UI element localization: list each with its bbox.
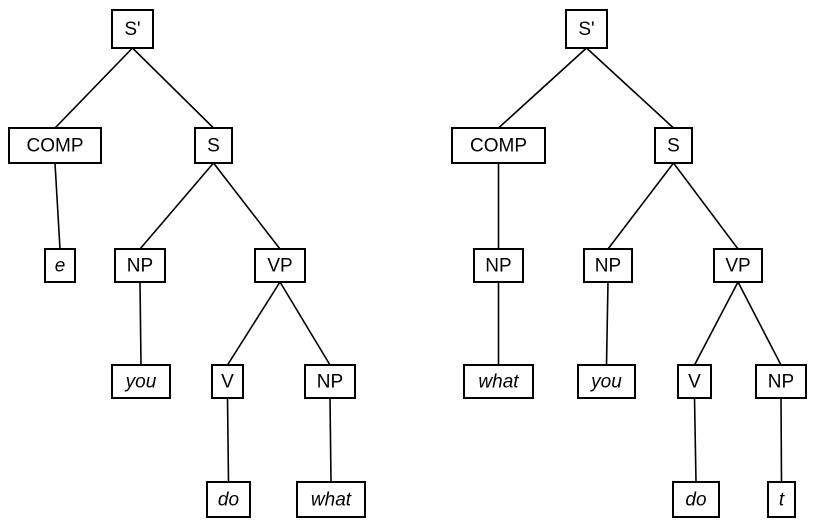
tree-node-l-s[interactable]: S	[194, 127, 233, 164]
tree-edge-l-np1-to-l-you	[139, 281, 142, 366]
tree-node-l-what[interactable]: what	[296, 481, 366, 518]
node-box-l-you	[111, 364, 171, 399]
tree-node-r-you[interactable]: you	[577, 364, 636, 399]
node-box-l-sbar	[111, 9, 154, 49]
tree-edges-deep-structure-tree	[54, 47, 332, 483]
node-label-r-sbar: S'	[578, 19, 594, 40]
node-box-r-np0	[473, 248, 524, 283]
node-box-r-v	[677, 364, 712, 399]
node-box-r-comp	[451, 127, 546, 164]
tree-node-r-what[interactable]: what	[463, 364, 534, 399]
tree-node-l-vp[interactable]: VP	[254, 248, 306, 283]
node-box-r-s	[654, 127, 693, 164]
tree-edge-r-vp-to-r-v	[693, 281, 739, 366]
node-box-r-what	[463, 364, 534, 399]
node-box-l-do	[206, 481, 251, 518]
node-label-r-what: what	[478, 372, 519, 393]
node-label-l-s: S	[207, 136, 220, 157]
tree-edge-r-np2-to-r-t	[780, 397, 783, 483]
tree-edge-l-v-to-l-do	[226, 397, 230, 483]
node-label-l-sbar: S'	[124, 19, 140, 40]
node-label-l-np1: NP	[127, 256, 153, 277]
node-box-l-vp	[254, 248, 306, 283]
node-box-r-np2	[755, 364, 807, 399]
node-box-l-np1	[114, 248, 166, 283]
node-label-l-vp: VP	[267, 256, 292, 277]
tree-edge-l-s-to-l-vp	[212, 162, 281, 250]
tree-node-r-sbar[interactable]: S'	[565, 9, 608, 49]
node-box-r-you	[577, 364, 636, 399]
tree-node-r-v[interactable]: V	[677, 364, 712, 399]
node-box-r-t	[767, 481, 796, 518]
tree-edge-l-s-to-l-np1	[139, 162, 215, 250]
tree-edge-r-vp-to-r-np2	[737, 281, 782, 366]
tree-edge-l-comp-to-l-e	[54, 162, 61, 250]
node-label-r-do: do	[685, 490, 706, 511]
tree-edge-l-sbar-to-l-s	[131, 47, 215, 129]
tree-node-r-s[interactable]: S	[654, 127, 693, 164]
node-box-l-v	[211, 364, 244, 399]
tree-node-l-v[interactable]: V	[211, 364, 244, 399]
tree-node-l-do[interactable]: do	[206, 481, 251, 518]
node-label-l-np2: NP	[317, 372, 343, 393]
node-box-l-np2	[304, 364, 356, 399]
node-label-r-comp: COMP	[470, 136, 527, 157]
tree-node-r-np2[interactable]: NP	[755, 364, 807, 399]
node-label-r-np2: NP	[768, 372, 794, 393]
tree-nodes-surface-structure-tree: S' COMP S NP NP VP what you V NP do t	[451, 9, 807, 518]
tree-node-r-comp[interactable]: COMP	[451, 127, 546, 164]
node-box-l-s	[194, 127, 233, 164]
tree-node-r-vp[interactable]: VP	[713, 248, 763, 283]
node-label-r-vp: VP	[725, 256, 750, 277]
node-label-l-what: what	[311, 490, 352, 511]
tree-edge-r-s-to-r-np1	[607, 162, 675, 250]
tree-node-l-sbar[interactable]: S'	[111, 9, 154, 49]
tree-edge-r-np1-to-r-you	[605, 281, 609, 366]
node-label-r-np0: NP	[485, 256, 511, 277]
tree-node-l-e[interactable]: e	[44, 248, 76, 283]
tree-edge-l-np2-to-l-what	[329, 397, 332, 483]
tree-edges-surface-structure-tree	[497, 47, 783, 483]
node-label-l-comp: COMP	[27, 136, 84, 157]
tree-edge-l-vp-to-l-v	[226, 281, 281, 366]
node-label-r-np1: NP	[595, 256, 621, 277]
node-box-l-what	[296, 481, 366, 518]
tree-node-r-do[interactable]: do	[672, 481, 720, 518]
tree-edge-r-sbar-to-r-comp	[497, 47, 588, 129]
node-label-l-e: e	[55, 256, 66, 277]
node-box-r-np1	[583, 248, 633, 283]
node-label-l-do: do	[218, 490, 239, 511]
node-label-r-you: you	[589, 372, 622, 393]
node-box-l-comp	[8, 127, 102, 164]
node-box-r-do	[672, 481, 720, 518]
tree-node-r-np0[interactable]: NP	[473, 248, 524, 283]
tree-edge-l-vp-to-l-np2	[279, 281, 331, 366]
tree-node-r-np1[interactable]: NP	[583, 248, 633, 283]
node-label-r-t: t	[779, 490, 785, 511]
tree-edge-r-s-to-r-vp	[672, 162, 739, 250]
tree-node-l-comp[interactable]: COMP	[8, 127, 102, 164]
tree-edge-r-v-to-r-do	[693, 397, 697, 483]
tree-edge-l-sbar-to-l-comp	[54, 47, 134, 129]
node-box-r-vp	[713, 248, 763, 283]
tree-node-l-you[interactable]: you	[111, 364, 171, 399]
node-box-r-sbar	[565, 9, 608, 49]
node-box-l-e	[44, 248, 76, 283]
node-label-l-v: V	[221, 372, 234, 393]
edges-layer	[54, 47, 783, 483]
tree-node-l-np2[interactable]: NP	[304, 364, 356, 399]
node-label-l-you: you	[124, 372, 157, 393]
node-label-r-v: V	[688, 372, 701, 393]
tree-node-l-np1[interactable]: NP	[114, 248, 166, 283]
tree-edge-r-sbar-to-r-s	[585, 47, 675, 129]
node-label-r-s: S	[667, 136, 680, 157]
tree-node-r-t[interactable]: t	[767, 481, 796, 518]
